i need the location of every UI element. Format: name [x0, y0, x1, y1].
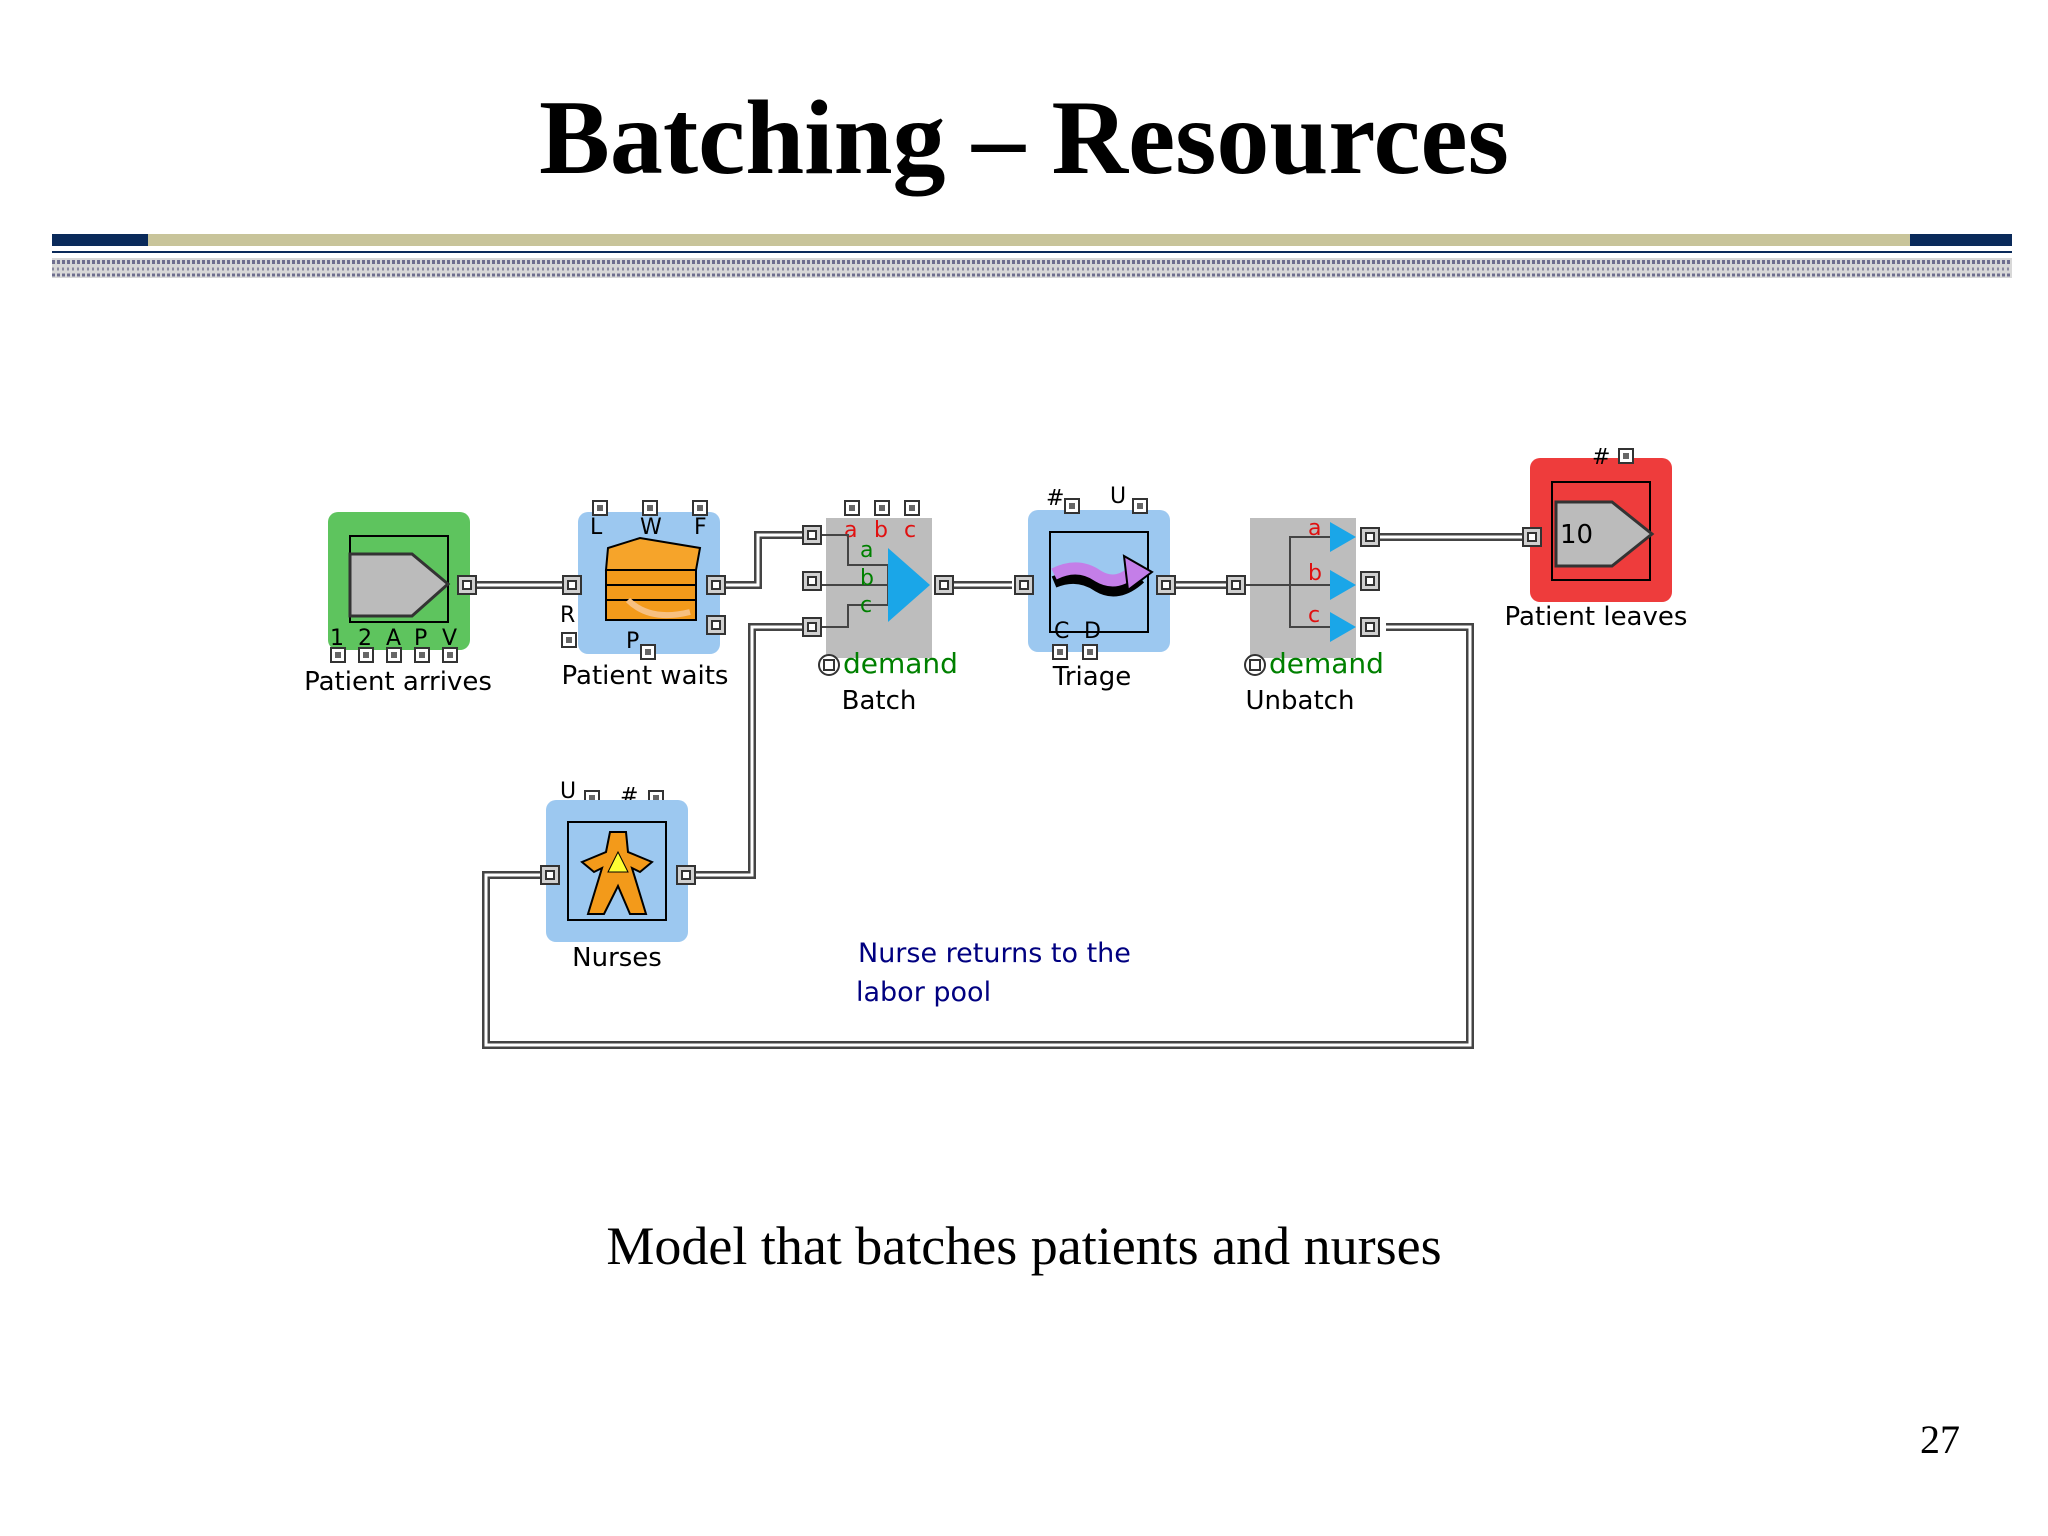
block-label: Patient leaves [1505, 602, 1688, 632]
header-bar [52, 234, 2012, 278]
top-port-c: c [904, 518, 916, 543]
block-patient-arrives[interactable]: 1 2 A P V Patient arrives [304, 512, 492, 697]
block-patient-leaves[interactable]: # 10 Patient leaves [1505, 445, 1688, 632]
port-label-count: # [1046, 486, 1064, 511]
port-label-a: A [386, 626, 401, 651]
block-label: Unbatch [1246, 686, 1355, 716]
annotation-line-2: labor pool [856, 977, 991, 1008]
block-triage[interactable]: # U C D Triage [1014, 484, 1176, 692]
port-label-1: 1 [330, 626, 344, 651]
port-label-d: D [1084, 619, 1101, 644]
block-nurses[interactable]: U # Nurses [540, 779, 696, 973]
port-label-l: L [590, 515, 603, 540]
port-label-r: R [560, 603, 575, 628]
output-a: a [1308, 516, 1321, 541]
port-label-p: P [626, 629, 639, 654]
port-label-c: C [1054, 619, 1069, 644]
unbatch-triangle-icon [1330, 612, 1356, 642]
exit-count: 10 [1560, 520, 1593, 550]
block-label: Triage [1052, 662, 1131, 692]
page-number: 27 [1920, 1417, 1960, 1462]
connections [475, 531, 1534, 1049]
port-label-count: # [1592, 445, 1610, 470]
port-label-u: U [1110, 484, 1126, 509]
block-batch[interactable]: a b c a b c demand Batch [802, 500, 958, 716]
annotation-line-1: Nurse returns to the [858, 938, 1131, 969]
port-label-p: P [414, 626, 427, 651]
port-label-2: 2 [358, 626, 372, 651]
slide-title: Batching – Resources [539, 79, 1509, 196]
port-label-u: U [560, 779, 576, 804]
slide-caption: Model that batches patients and nurses [606, 1216, 1442, 1276]
output-b: b [1308, 561, 1322, 586]
port-label-w: W [640, 515, 662, 540]
port-label-v: V [442, 626, 457, 651]
top-port-a: a [844, 518, 857, 543]
output-c: c [1308, 603, 1320, 628]
demand-label: demand [843, 647, 958, 680]
block-unbatch[interactable]: a b c demand Unbatch [1226, 516, 1384, 716]
queue-stack-icon [604, 536, 702, 621]
top-port-b: b [874, 518, 888, 543]
exit-icon [1554, 500, 1655, 568]
block-patient-waits[interactable]: L W F R P Patient waits [560, 500, 729, 691]
block-label: Patient waits [562, 661, 729, 691]
annotation: Nurse returns to the labor pool [856, 938, 1131, 1008]
unbatch-triangle-icon [1330, 522, 1356, 552]
block-label: Nurses [572, 943, 662, 973]
block-label: Batch [842, 686, 917, 716]
inner-port-a: a [860, 538, 873, 563]
demand-label: demand [1269, 647, 1384, 680]
inner-port-b: b [860, 566, 874, 591]
batch-triangle-icon [888, 548, 930, 622]
create-exit-icon [348, 552, 451, 618]
nurse-figure-icon [580, 831, 654, 915]
unbatch-triangle-icon [1330, 570, 1356, 600]
activity-arrow-icon [1051, 554, 1154, 597]
block-label: Patient arrives [304, 667, 492, 697]
inner-port-c: c [860, 593, 872, 618]
port-label-f: F [694, 515, 707, 540]
